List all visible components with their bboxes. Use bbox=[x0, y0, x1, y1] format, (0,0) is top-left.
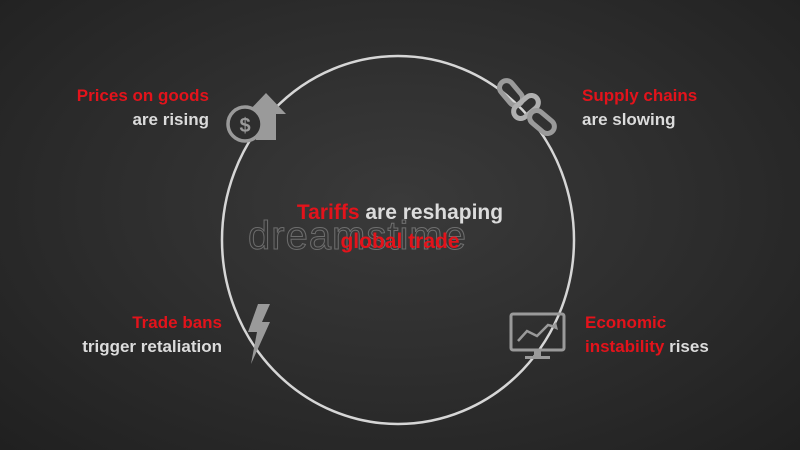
dollar-up-arrow-icon: $ bbox=[226, 93, 286, 143]
node-economic-subtitle: rises bbox=[669, 337, 709, 356]
node-trade-label: Trade bans trigger retaliation bbox=[82, 311, 222, 359]
cycle-ring bbox=[220, 54, 576, 426]
lightning-bolt-icon bbox=[248, 304, 270, 364]
node-supply-subtitle: are slowing bbox=[582, 110, 676, 129]
node-trade-subtitle: trigger retaliation bbox=[82, 337, 222, 356]
chart-monitor-icon bbox=[509, 312, 566, 359]
node-economic-title: Economic bbox=[585, 313, 667, 332]
svg-text:$: $ bbox=[239, 115, 250, 137]
node-supply-title: Supply chains bbox=[582, 86, 698, 105]
node-trade-title: Trade bans bbox=[132, 313, 222, 332]
center-title-line2: global trade bbox=[340, 230, 460, 253]
watermark: dreamstime bbox=[248, 214, 467, 259]
center-title-rest: are reshaping bbox=[359, 201, 504, 224]
node-economic-label: Economic instability rises bbox=[585, 311, 709, 359]
node-supply-label: Supply chains are slowing bbox=[582, 84, 697, 132]
center-title-highlight: Tariffs bbox=[296, 201, 360, 224]
node-economic-title2: instability bbox=[585, 337, 665, 356]
chain-link-icon bbox=[497, 78, 557, 136]
node-prices-title: Prices on goods bbox=[76, 86, 209, 105]
center-title: Tariffs are reshaping global trade bbox=[200, 198, 600, 256]
node-prices-subtitle: are rising bbox=[132, 110, 209, 129]
node-prices-label: Prices on goods are rising bbox=[77, 84, 209, 132]
